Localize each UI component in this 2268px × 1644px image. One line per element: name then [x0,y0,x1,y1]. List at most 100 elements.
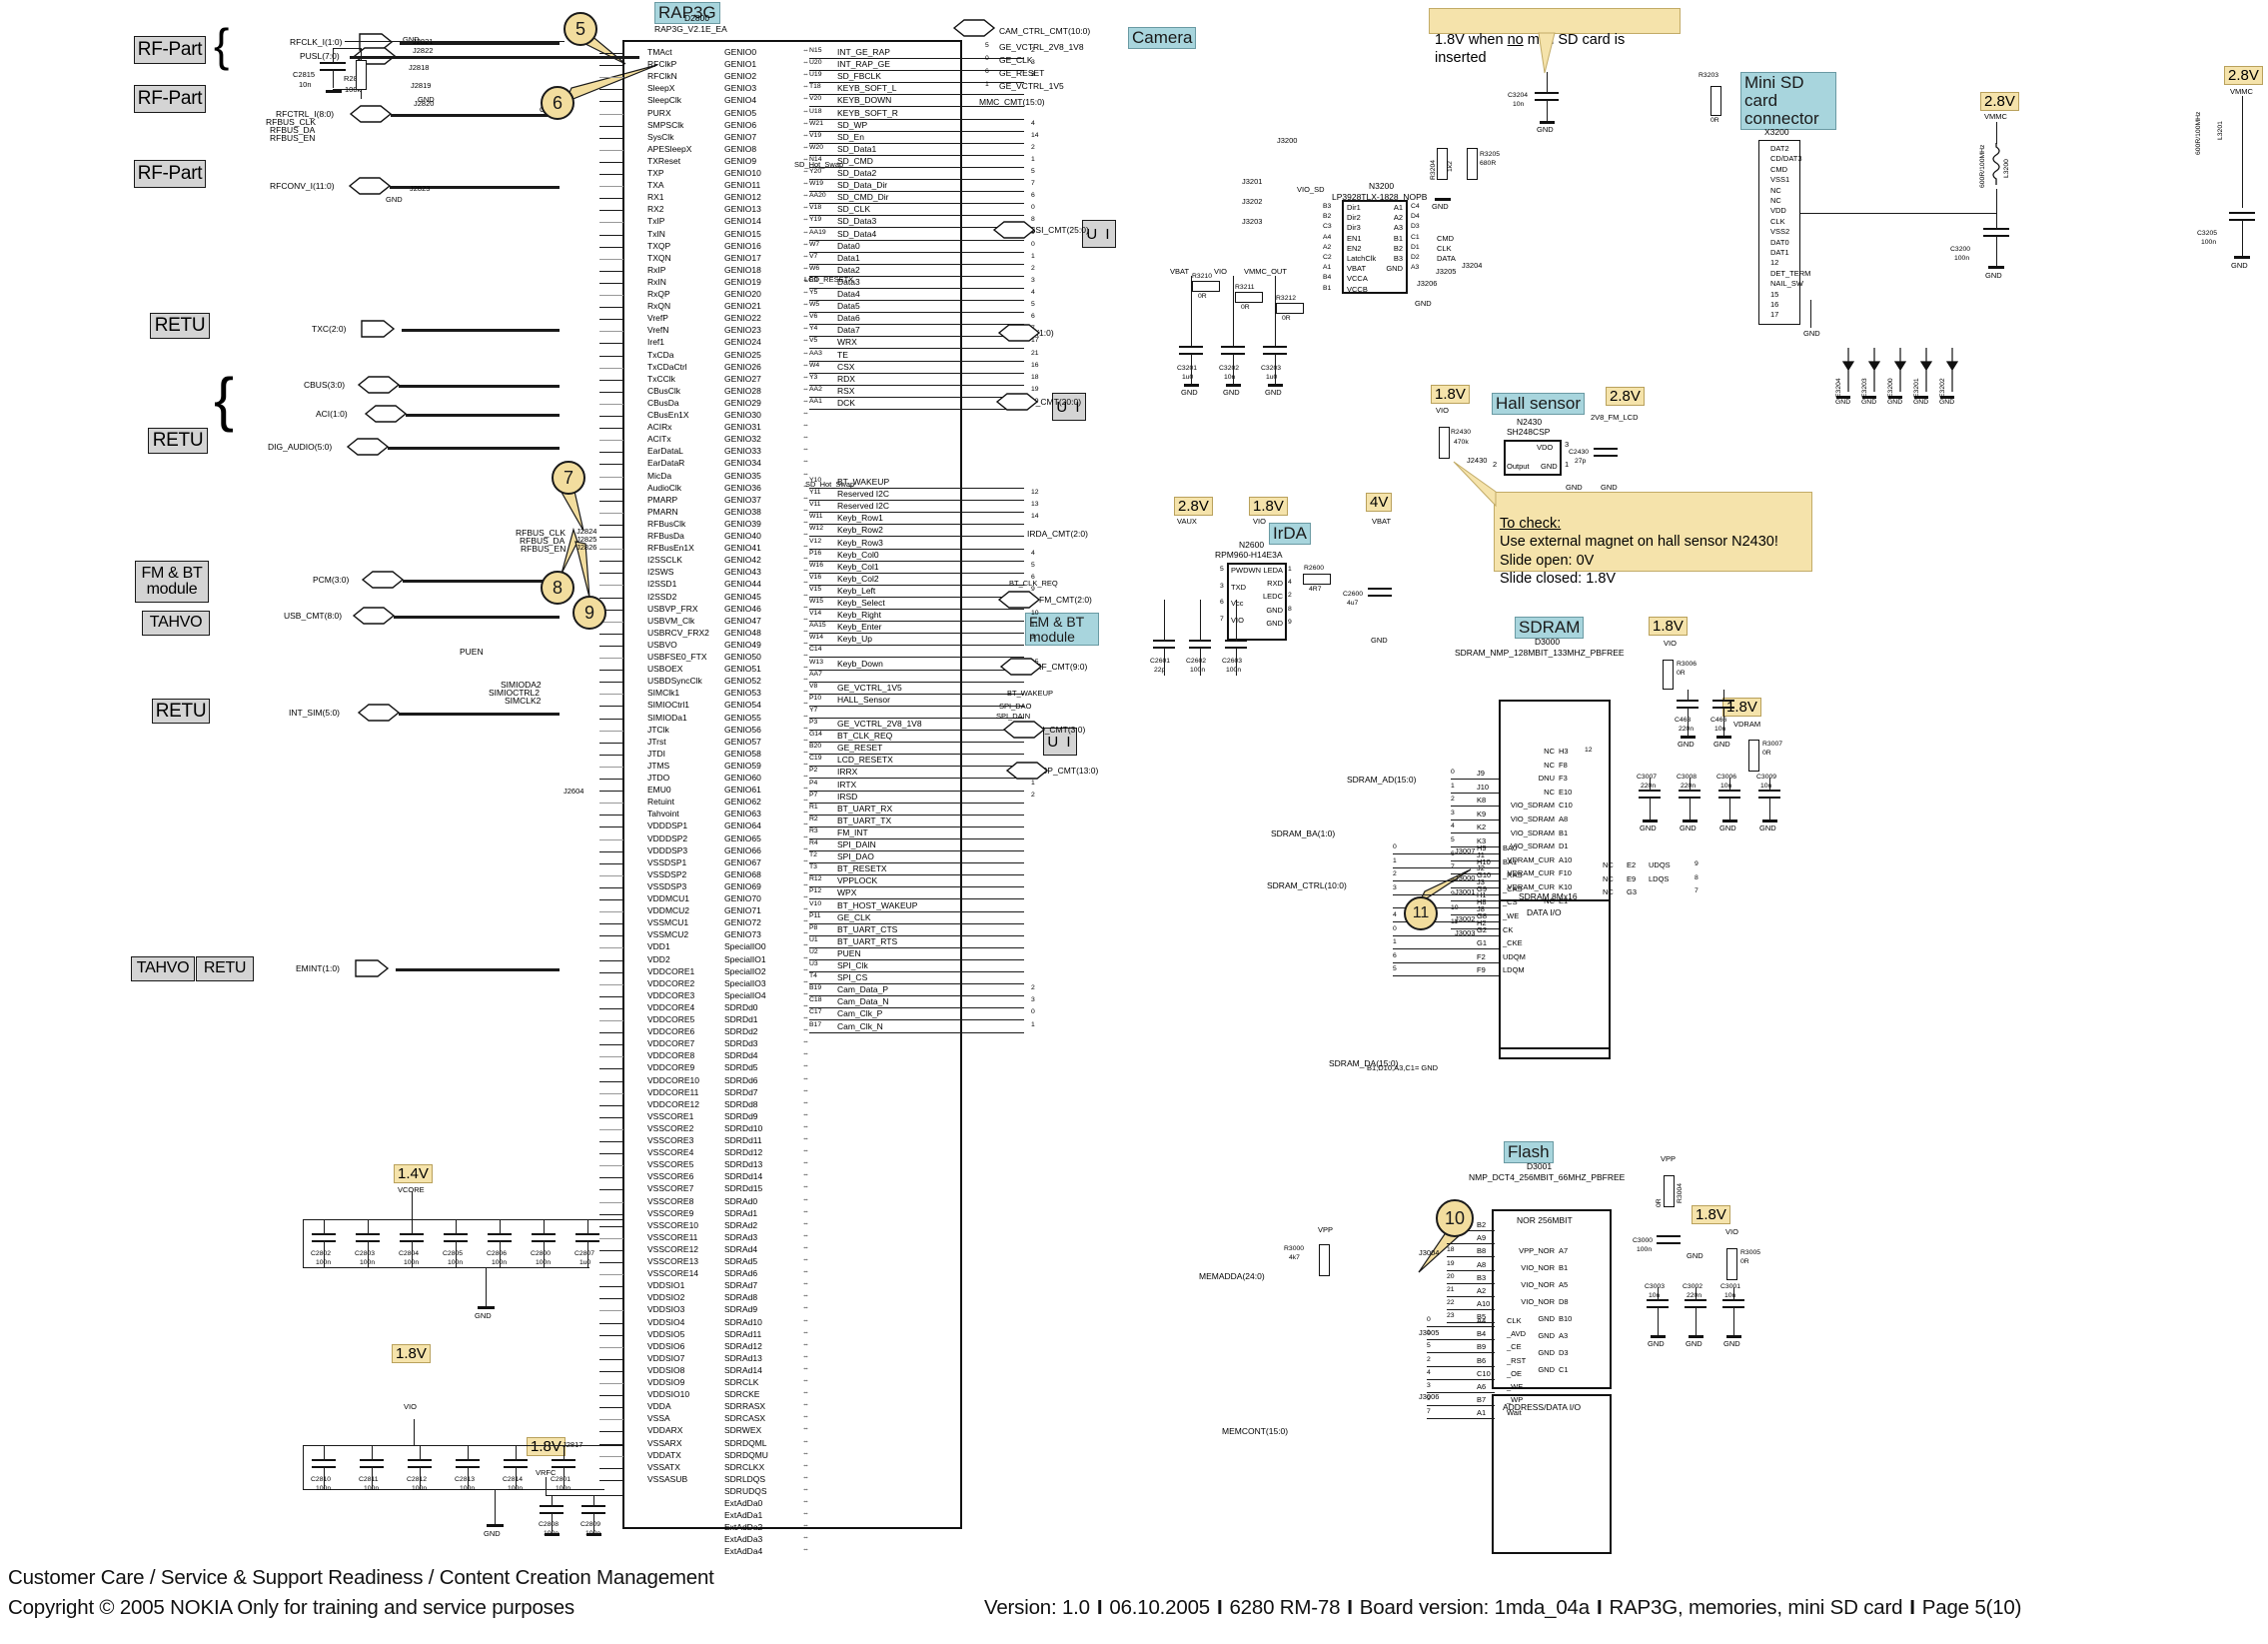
cap-c2430-ref: C2430 [1569,449,1590,456]
gen-line-13 [809,215,1024,217]
rap3g-pin-mid-85: SDRDd6 [724,1074,758,1085]
sdram-ctrl-pinid-3: G9 [1477,883,1488,893]
res-r3007 [1748,740,1759,772]
rap3g-pin-left-30: CBusEn1X [647,410,689,420]
res-r2430-val: 470k [1454,439,1469,446]
rap3g-pin-arrow-44: ⇔ [802,579,809,587]
n3200-pin-right-6: GND [1386,264,1403,274]
gen2-line-8 [809,584,1024,586]
misc-label-13: J2823 [410,184,431,193]
rap3g-left-wire-60 [599,779,623,780]
rap3g-pin-arrow-31: ⇔ [802,422,809,430]
rap3g-left-wire-69 [599,886,623,888]
rap3g-pin-arrow-88: ⇔ [802,1110,809,1118]
rap3g-pin-mid-60: GENIO60 [724,773,761,783]
cap-c3204-val: 10n [1513,101,1525,108]
wire-c3200-bot [1996,236,1997,266]
genio2-signal-45: Cam_Clk_N [837,1020,883,1031]
wire-irda-cap-gnd-2 [1236,648,1237,676]
bus-label-right-8: LPRF_CMT(9:0) [1025,662,1088,672]
vrfc-wire-t-0 [552,1495,553,1507]
sdram-addr-num-10: 10 [1451,904,1459,912]
gnd-sdram-b-label-1: GND [1680,823,1697,832]
ic-flash-ref: D3001 [1527,1161,1553,1171]
gen-line-27 [809,384,1024,386]
gen-line-6 [809,130,1024,132]
rap3g-pin-mid-33: GENIO33 [724,446,761,457]
bus-label-left-2: RFCTRL_I(8:0) [276,109,335,119]
rap3g-pin-arrow-49: ⇔ [802,639,809,647]
cap-sdram-t-ref-1: C466 [1710,717,1727,724]
rap3g-pin-mid-50: GENIO50 [724,652,761,662]
genio-pinid-25: AA3 [809,349,822,357]
genio2-pinid-45: B17 [809,1020,822,1028]
rap3g-left-wire-5 [599,113,623,115]
genio2-busnum-12: 11 [1031,622,1039,630]
rap3g-pin-arrow-45: ⇔ [802,591,809,599]
cap-flash-ref-1: C3002 [1683,1283,1703,1290]
genio2-busnum-1: 12 [1031,489,1039,497]
genio2-pinid-33: R12 [809,875,822,883]
wire-sdcap-1 [1233,276,1234,346]
jumper-sdram-3: J3003 [1455,927,1476,937]
rap3g-pin-arrow-26: ⇔ [802,361,809,369]
ferrite-l3201-label: 600R/100MHz [2195,111,2202,155]
vcore-val-4: 100n [492,1259,508,1266]
sdram-ctrl-line-2 [1393,880,1499,882]
rap3g-pin-arrow-46: ⇔ [802,603,809,611]
genio2-pinid-12: AA15 [809,622,826,630]
sdram-addr-line-8 [1451,886,1499,888]
cap-flash-val-0: 10n [1649,1292,1661,1299]
bus-label-mid-3: RFBUS_CLK [516,528,567,538]
rap3g-pin-left-115: VSSARX [647,1437,682,1448]
rap3g-pin-left-94: VSSCORE7 [647,1183,694,1194]
rap3g-left-wire-47 [599,621,623,623]
gnd-hall-1: GND [1566,483,1583,492]
rap3g-pin-arrow-83: ⇔ [802,1050,809,1058]
rap3g-pin-mid-71: GENIO71 [724,905,761,916]
genio2-pinid-28: R2 [809,815,818,822]
flash-ctrl-pinid-2: B9 [1477,1342,1487,1352]
genio2-pinid-6: P16 [809,549,822,557]
flash-ctrl-line-6 [1427,1405,1495,1407]
wire-vio-arrow [414,1419,415,1446]
gnd-r3204-label: GND [1432,202,1449,211]
gen-line-16 [809,251,1024,253]
n3200-pin-left-3: EN1 [1347,233,1362,243]
gen2-line-38 [809,946,1024,948]
n3200-pin-right-1: A2 [1393,213,1403,223]
genio-signal-24: WRX [837,337,857,348]
sdram-ctrl-line-9 [1393,975,1499,977]
gen2-line-1 [809,500,1024,502]
sdram-addr-num-2: 2 [1451,796,1455,804]
rap3g-pin-left-25: TxCDa [647,349,674,360]
rap3g-left-wire-10 [599,174,623,175]
rap3g-pin-left-1: RFClkP [647,59,677,70]
sd-connector-pin-1: CD/DAT3 [1770,154,1802,164]
rap3g-pin-arrow-91: ⇔ [802,1147,809,1155]
irda-pinnum-right-4: 9 [1288,618,1292,626]
wire-c2815-bot [333,69,334,88]
rap3g-left-wire-32 [599,440,623,442]
rap3g-left-wire-64 [599,826,623,828]
sdram-ctrl-sig-0: BA0 [1503,843,1518,852]
rap3g-pin-arrow-27: ⇔ [802,373,809,381]
genio-pinid-27: Y3 [809,373,818,381]
sdram-ctrl-pinid-0: H9 [1477,843,1487,852]
rap3g-pin-arrow-35: ⇔ [802,470,809,478]
rap3g-pin-mid-97: SDRAd2 [724,1219,758,1230]
vcore-ref-0: C2802 [311,1250,332,1257]
rap3g-left-wire-67 [599,862,623,864]
rap3g-pin-arrow-109: ⇔ [802,1364,809,1372]
misc-label-14: J2824 [576,527,597,536]
wire-irda-cap-gnd-0 [1164,648,1165,676]
rap3g-pin-left-13: RX2 [647,204,664,215]
bus-connector-glyph-7 [346,438,390,456]
flash-ctrl-pinid-3: B6 [1477,1355,1487,1365]
vio-val-2: 100n [412,1485,428,1492]
genio2-busnum-6: 4 [1031,549,1035,557]
rap3g-pin-mid-66: GENIO66 [724,844,761,855]
gnd-c3204 [1540,121,1555,124]
rap3g-left-wire-75 [599,959,623,961]
rap3g-pin-left-58: JTDI [647,748,665,759]
